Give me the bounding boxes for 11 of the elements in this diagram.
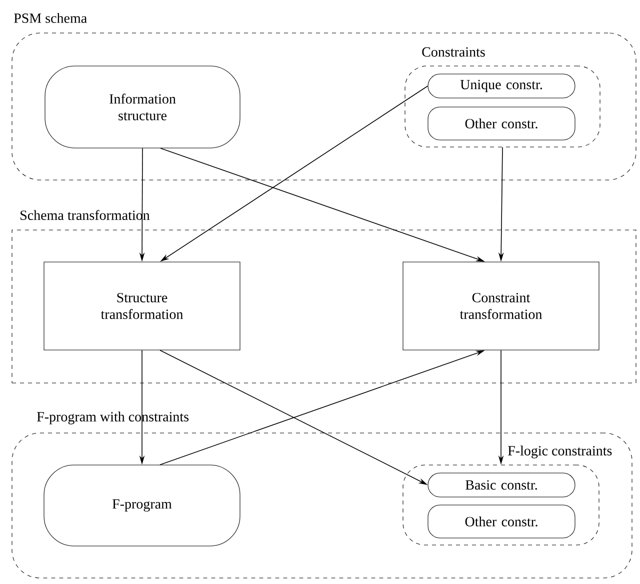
pill-box: Other constr. — [428, 106, 576, 140]
rounded-box: F-program — [44, 464, 240, 546]
process-box: Constraint transformation — [402, 262, 600, 350]
pill-box: Basic constr. — [428, 472, 576, 498]
region-heading: F-logic constraints — [506, 444, 614, 460]
rounded-box: Information structure — [44, 66, 240, 148]
region-heading: Constraints — [420, 46, 487, 58]
region-heading: PSM schema — [12, 12, 88, 24]
process-box: Structure transformation — [44, 262, 240, 350]
pill-box: Other constr. — [428, 504, 576, 538]
pill-box: Unique constr. — [428, 74, 576, 98]
